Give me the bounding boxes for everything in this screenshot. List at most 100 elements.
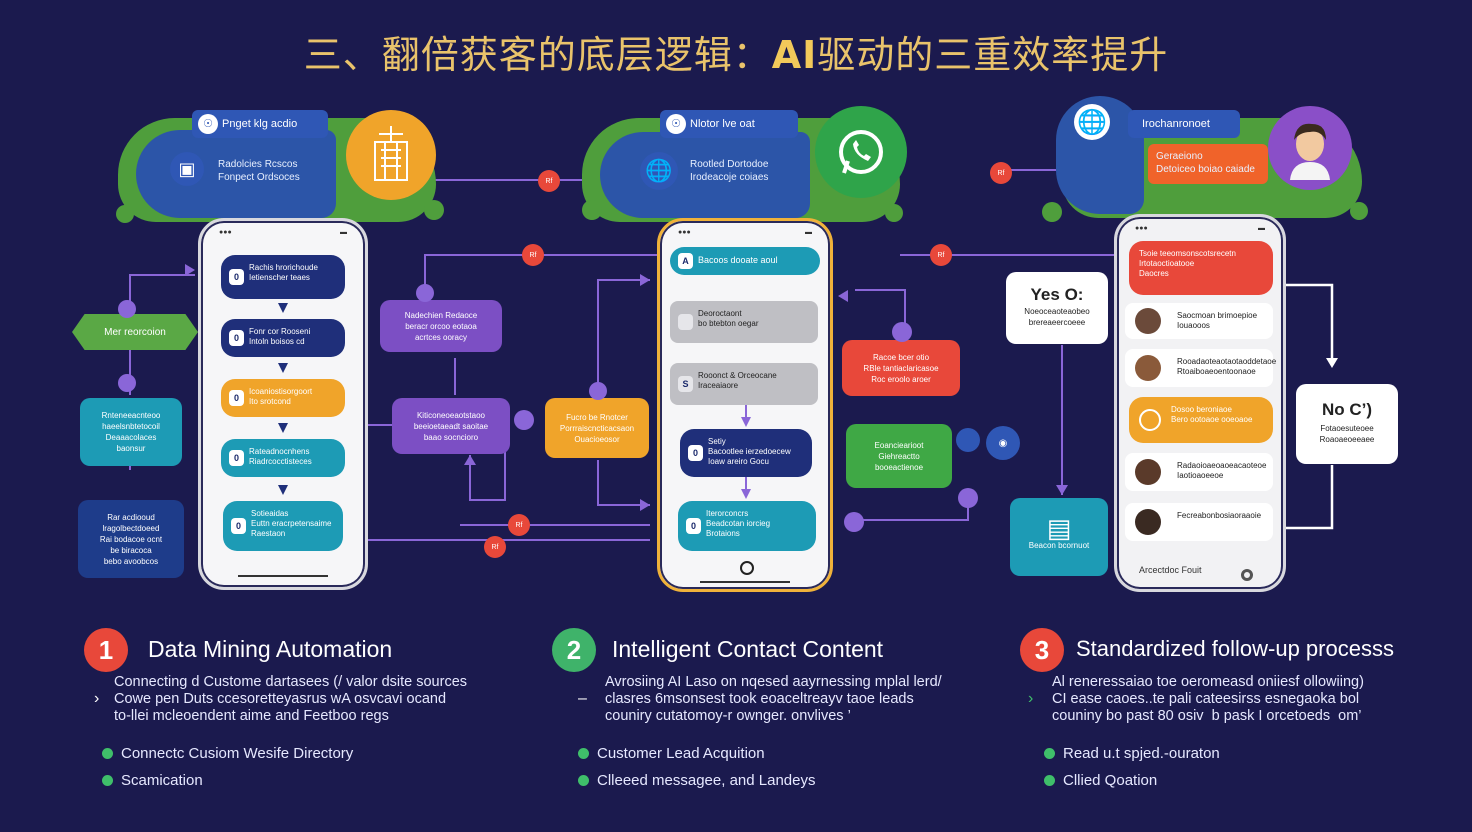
beacon-tile: ▤ Beacon bcornuot bbox=[1010, 498, 1108, 576]
purple-connector-dot bbox=[589, 382, 607, 400]
contact-row-4[interactable]: Fecreabonbosiaoraaoie bbox=[1125, 503, 1273, 541]
purple-connector-dot bbox=[844, 512, 864, 532]
beacon-tile-label: Beacon bcornuot bbox=[1028, 541, 1090, 550]
home-button[interactable] bbox=[740, 561, 754, 575]
node-label: Rf bbox=[491, 543, 499, 551]
connector-node: Rf bbox=[522, 244, 544, 266]
purple-connector-dot bbox=[118, 374, 136, 392]
avatar bbox=[1135, 459, 1161, 485]
contact-row-highlight[interactable]: Dosoo beroniaoe Bero ootoaoe ooeoaoe bbox=[1129, 397, 1273, 443]
side-box-text: Fucro be Rnotcer Porrraiscncticacsaon Ou… bbox=[559, 412, 635, 444]
section-description: Al reneressaiao toe oeromeasd oniiesf ol… bbox=[1052, 674, 1364, 724]
side-box-text: Mer reorcoion bbox=[104, 326, 166, 338]
blue-connector-dot bbox=[956, 428, 980, 452]
avatar bbox=[1135, 509, 1161, 535]
page-title: 三、翻倍获客的底层逻辑：AI驱动的三重效率提升 bbox=[0, 24, 1472, 79]
section-title: Intelligent Contact Content bbox=[612, 636, 884, 662]
phone3-footer-label: Arcectdoc Fouit bbox=[1139, 565, 1202, 575]
card-text: Setiy Bacootlee ierzedoecew Ioaw areiro … bbox=[708, 437, 791, 466]
connector-node: Rf bbox=[484, 536, 506, 558]
panel3-cloud-dot-right bbox=[1350, 202, 1368, 220]
title-part-3: 驱动的三重效率提升 bbox=[817, 33, 1169, 77]
section-number-badge: 1 bbox=[84, 628, 128, 672]
section-title: Standardized follow-up processs bbox=[1076, 636, 1394, 661]
card-number bbox=[678, 314, 693, 330]
card-number: 0 bbox=[229, 330, 244, 346]
bullet-dot-icon bbox=[102, 748, 113, 759]
panel3-orange-note: Geraeiono Detoiceo boiao caiade bbox=[1148, 144, 1268, 184]
dash-icon: – bbox=[578, 690, 587, 707]
panel2-tag-label: Nlotor lve oat bbox=[690, 118, 755, 130]
no-box: No C’) Fotaoesuteoee Roaoaeoeeaee bbox=[1296, 384, 1398, 464]
node-label: Rf bbox=[545, 177, 553, 185]
blue-connector-dot: ◉ bbox=[986, 426, 1020, 460]
card-number: 0 bbox=[686, 518, 701, 534]
section-description: Connecting d Custome dartasees (/ valor … bbox=[114, 674, 468, 724]
card-text: Tsoie teeomsonscotsrecetn Irtotaoctioato… bbox=[1139, 249, 1236, 278]
connector-node: Rf bbox=[508, 514, 530, 536]
card-text: Iterorconcrs Beadcotan iorcieg Brotaions bbox=[706, 509, 771, 538]
bullet-item: Cllied Qoation bbox=[1044, 767, 1220, 794]
phone-statusbar: ●●●▬ bbox=[219, 229, 347, 236]
phone-mockup-3: ●●●▬ Tsoie teeomsonscotsrecetn Irtotaoct… bbox=[1114, 214, 1286, 592]
bullet-text: Clleeed messagee, and Landeys bbox=[597, 772, 816, 789]
card-text: Fonr cor Rooseni Intoln boisos cd bbox=[249, 327, 311, 346]
panel1-tag: ☉ Pnget klg acdio bbox=[192, 110, 328, 138]
bullet-item: Scamication bbox=[102, 767, 353, 794]
contact-text: Fecreabonbosiaoraaoie bbox=[1177, 511, 1262, 520]
panel1-cloud-dot-left bbox=[116, 205, 134, 223]
bullet-dot-icon bbox=[1044, 775, 1055, 786]
purple-connector-dot bbox=[958, 488, 978, 508]
node-label: Rf bbox=[515, 521, 523, 529]
globe-icon: ☉ bbox=[198, 114, 218, 134]
panel1-blue-cloud bbox=[136, 130, 336, 218]
chevron-right-icon: › bbox=[1028, 690, 1034, 707]
panel1-subtext: Radolcies Rcscos Fonpect Ordsoces bbox=[218, 159, 300, 183]
purple-connector-dot bbox=[416, 284, 434, 302]
building-icon bbox=[346, 110, 436, 200]
globe-icon: ☉ bbox=[666, 114, 686, 134]
side-box-text: Eoanciearioot Giehreactto booeactienoe bbox=[874, 440, 924, 472]
card-number: 0 bbox=[229, 450, 244, 466]
yes-box: Yes O: Noeoceaoteaobeo brereaeercoeee bbox=[1006, 272, 1108, 344]
home-indicator bbox=[700, 581, 790, 583]
settings-icon[interactable] bbox=[1241, 569, 1253, 581]
purple-connector-dot bbox=[118, 300, 136, 318]
side-box-text: Rar acdiooud lragolbectdoeed Rai bodacoe… bbox=[99, 512, 163, 566]
person-avatar bbox=[1268, 106, 1352, 190]
connector-node: Rf bbox=[538, 170, 560, 192]
phone2-card-5[interactable]: 0 Iterorconcrs Beadcotan iorcieg Brotaion… bbox=[678, 501, 816, 551]
card-number: S bbox=[678, 376, 693, 392]
phone2-card-2[interactable]: Deoroctaont bo btebton oegar bbox=[670, 301, 818, 343]
card-text: Deoroctaont bo btebton oegar bbox=[698, 309, 759, 328]
contact-row-3[interactable]: Radaoioaeoaoeacaoteoe Iaotioaoeeoe bbox=[1125, 453, 1273, 491]
avatar bbox=[1135, 355, 1161, 381]
bullet-text: Scamication bbox=[121, 772, 203, 789]
phone1-card-2[interactable]: 0 Fonr cor Rooseni Intoln boisos cd bbox=[221, 319, 345, 357]
contact-row-1[interactable]: Saocmoan brimoepioe Iouaooos bbox=[1125, 303, 1273, 339]
side-box-green: Eoanciearioot Giehreactto booeactienoe bbox=[846, 424, 952, 488]
node-label: Rf bbox=[997, 169, 1005, 177]
panel1-cloud-dot-right bbox=[424, 200, 444, 220]
card-number: 0 bbox=[229, 269, 244, 285]
connector-node: Rf bbox=[990, 162, 1012, 184]
panel2-cloud-dot-right bbox=[885, 204, 903, 222]
purple-connector-dot bbox=[892, 322, 912, 342]
bullet-item: Customer Lead Acquition bbox=[578, 740, 815, 767]
side-box-teal: Rnteneeacnteoo haeelsnbtetocoil Deaaacol… bbox=[80, 398, 182, 466]
globe-icon-large: 🌐 bbox=[640, 152, 678, 190]
card-text: Bacoos dooate aoul bbox=[698, 255, 778, 265]
title-part-1: 三、翻倍获客的底层逻辑： bbox=[303, 33, 772, 77]
contact-row-2[interactable]: Rooadaoteaotaotaoddetaoe Rtoaiboaeoentoo… bbox=[1125, 349, 1276, 387]
bullet-text: Connectc Cusiom Wesife Directory bbox=[121, 745, 354, 762]
phone3-header-card[interactable]: Tsoie teeomsonscotsrecetn Irtotaoctioato… bbox=[1129, 241, 1273, 295]
